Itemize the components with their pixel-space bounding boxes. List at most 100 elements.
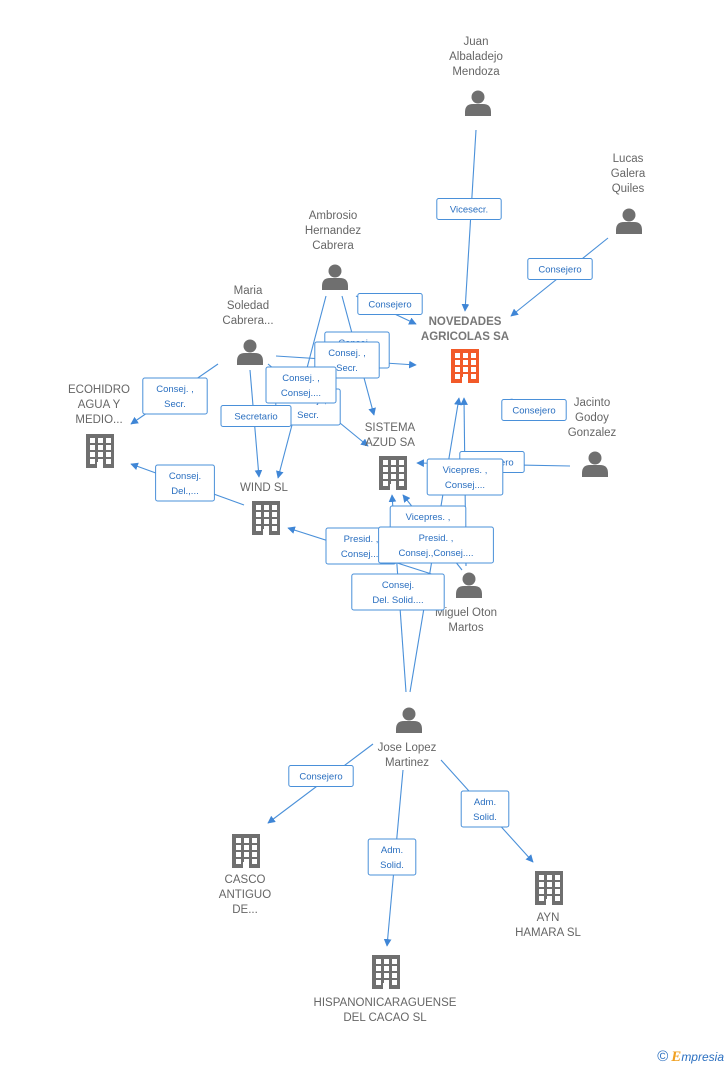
node-label: AZUD SA: [365, 437, 415, 449]
building-icon: [379, 456, 407, 490]
edge-role-text: Consej.: [382, 580, 414, 591]
node-label: Martos: [448, 622, 483, 634]
node-label: Galera: [611, 168, 646, 180]
person-icon: [465, 90, 491, 116]
edge-role-label[interactable]: Consej. , Secr.: [142, 377, 208, 415]
node-label: Hernandez: [305, 225, 362, 237]
node-label: Lucas: [613, 153, 644, 165]
node-label: Ambrosio: [309, 210, 358, 222]
edge-role-label[interactable]: Consej. Del.,...: [155, 464, 215, 502]
node-label: Cabrera...: [222, 315, 273, 327]
company-node-novedades[interactable]: NOVEDADES AGRICOLAS SA: [421, 316, 509, 383]
node-label: DEL CACAO SL: [343, 1012, 427, 1024]
person-node-maria[interactable]: MariaSoledadCabrera...: [222, 285, 274, 365]
company-node-ecohidro[interactable]: ECOHIDRO AGUA Y MEDIO...: [68, 384, 130, 468]
edge-juan-to-novedades: [461, 129, 477, 312]
edge-role-label[interactable]: Secretario: [220, 405, 292, 427]
node-label: DE...: [232, 904, 258, 916]
node-label: AGRICOLAS SA: [421, 331, 509, 343]
edge-role-text: Presid. ,: [344, 534, 379, 545]
node-label: Quiles: [612, 183, 645, 195]
edge-role-text: Presid. ,: [419, 533, 454, 544]
empresia-watermark[interactable]: ©Empresia: [657, 1048, 724, 1066]
edge-role-text: Consej. ,: [156, 384, 194, 395]
edge-role-text: Secretario: [234, 412, 277, 423]
edge-labels-layer: Vicesecr.ConsejeroConsejeroConsej. ,Secr…: [142, 198, 593, 876]
edge-role-text: Consej....: [281, 388, 321, 399]
edge-role-text: Secr.: [164, 399, 186, 410]
company-node-hispano[interactable]: HISPANONICARAGUENSE DEL CACAO SL: [314, 955, 457, 1024]
company-node-wind[interactable]: WIND SL: [240, 482, 289, 535]
person-icon: [616, 208, 642, 234]
edge-role-label[interactable]: Vicepres. , Consej....: [426, 458, 504, 496]
edge-role-text: Consej. ,: [328, 348, 366, 359]
edge-role-label[interactable]: Vicesecr.: [436, 198, 502, 220]
company-node-ayn[interactable]: AYN HAMARA SL: [515, 871, 582, 939]
building-icon: [451, 349, 479, 383]
building-icon: [252, 501, 280, 535]
edge-role-text: Consejero: [368, 300, 411, 311]
edge-role-label[interactable]: Consejero: [357, 293, 423, 315]
edge-role-label[interactable]: Consej. , Consej....: [265, 366, 337, 404]
edge-role-text: Consej....: [341, 549, 381, 560]
edge-role-text: Consej.,Consej....: [399, 548, 474, 559]
edge-role-text: Del.,...: [171, 486, 198, 497]
node-label: Albaladejo: [449, 51, 503, 63]
edge-role-label[interactable]: Adm. Solid.: [367, 838, 417, 876]
edge-role-label[interactable]: Consejero: [501, 399, 567, 421]
edge-role-text: Vicepres. ,: [406, 512, 451, 523]
edge-role-text: Consejero: [299, 772, 342, 783]
person-icon: [237, 339, 263, 365]
node-label: MEDIO...: [75, 414, 122, 426]
edge-role-text: Adm.: [474, 797, 496, 808]
building-icon: [232, 834, 260, 868]
node-label: Jose Lopez: [378, 742, 437, 754]
node-label: HAMARA SL: [515, 927, 581, 939]
edge-role-text: Consejero: [512, 406, 555, 417]
building-icon: [86, 434, 114, 468]
node-label: Soledad: [227, 300, 269, 312]
person-icon: [456, 572, 482, 598]
node-label: ANTIGUO: [219, 889, 271, 901]
node-label: Maria: [234, 285, 263, 297]
building-icon: [535, 871, 563, 905]
node-label: AGUA Y: [78, 399, 121, 411]
node-label: Martinez: [385, 757, 429, 769]
node-label: ECOHIDRO: [68, 384, 130, 396]
edge-role-label[interactable]: Consejero: [288, 765, 354, 787]
node-label: Cabrera: [312, 240, 354, 252]
company-node-casco[interactable]: CASCOANTIGUODE...: [219, 834, 271, 916]
person-icon: [396, 707, 422, 733]
node-label: WIND SL: [240, 482, 289, 494]
company-node-sistema[interactable]: SISTEMA AZUD SA: [365, 422, 416, 490]
edge-role-text: Vicesecr.: [450, 205, 488, 216]
edge-role-text: Solid.: [380, 860, 404, 871]
edge-role-text: Consej....: [445, 480, 485, 491]
node-label: NOVEDADES: [429, 316, 502, 328]
edge-role-label[interactable]: Consej.Del. Solid....: [351, 573, 445, 611]
edge-role-text: Vicepres. ,: [443, 465, 488, 476]
copyright-icon: ©: [657, 1048, 669, 1065]
edge-role-label[interactable]: Consejero: [527, 258, 593, 280]
edge-role-text: Adm.: [381, 845, 403, 856]
edge-role-text: Secr.: [297, 410, 319, 421]
node-label: HISPANONICARAGUENSE: [314, 997, 457, 1009]
edge-role-text: Consejero: [538, 265, 581, 276]
node-label: SISTEMA: [365, 422, 416, 434]
edge-role-label[interactable]: Presid. , Consej.,Consej....: [378, 526, 494, 564]
node-label: Gonzalez: [568, 427, 617, 439]
node-label: Mendoza: [452, 66, 500, 78]
edge-role-label[interactable]: Adm.Solid.: [460, 790, 510, 828]
edge-role-text: Consej.: [169, 471, 201, 482]
person-icon: [582, 451, 608, 477]
brand-initial: E: [671, 1049, 682, 1065]
node-label: AYN: [537, 912, 560, 924]
edge-role-text: Consej. ,: [282, 373, 320, 384]
